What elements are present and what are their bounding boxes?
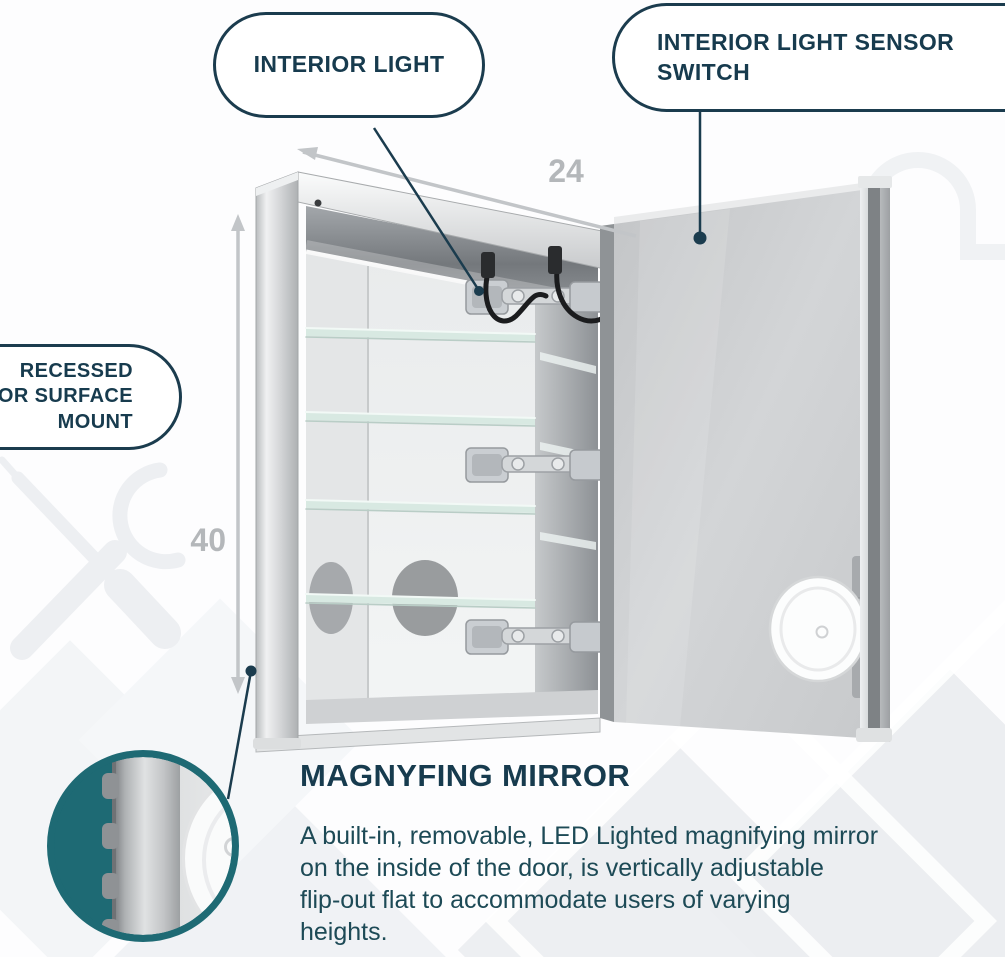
leader-interior-light bbox=[372, 127, 484, 296]
door-top-edge bbox=[614, 183, 862, 226]
interior-light-housing bbox=[306, 206, 598, 312]
leader-detail-inset bbox=[226, 665, 257, 800]
interior-side-wall bbox=[535, 298, 598, 706]
detail-inset-circle bbox=[47, 750, 239, 942]
left-frame bbox=[255, 171, 299, 745]
feature-description: A built-in, removable, LED Lighted magni… bbox=[300, 822, 879, 946]
height-dimension-arrow bbox=[231, 214, 245, 694]
leader-sensor-switch bbox=[693, 112, 707, 245]
callout-mount: RECESSED OR SURFACE MOUNT bbox=[0, 344, 182, 450]
callout-mount-label: RECESSED OR SURFACE MOUNT bbox=[0, 359, 133, 433]
cabinet-illustration bbox=[253, 171, 892, 753]
callout-interior-light-label: INTERIOR LIGHT bbox=[253, 51, 445, 78]
feature-title: MAGNYFING MIRROR bbox=[300, 758, 631, 793]
screw bbox=[314, 199, 322, 207]
callout-interior-light: INTERIOR LIGHT bbox=[213, 12, 485, 118]
height-dimension-label: 40 bbox=[190, 522, 226, 558]
callout-sensor-switch-label: INTERIOR LIGHT SENSOR SWITCH bbox=[657, 29, 955, 85]
width-dimension-arrow bbox=[297, 147, 637, 238]
bottom-rail bbox=[306, 690, 598, 724]
magnifier-touch-button bbox=[815, 625, 829, 639]
tools-watermark-icon bbox=[0, 456, 186, 660]
callout-sensor-switch: INTERIOR LIGHT SENSOR SWITCH bbox=[612, 3, 1005, 112]
glass-shelves bbox=[305, 327, 536, 609]
door-hinge-edge bbox=[600, 224, 614, 722]
width-dimension-label: 24 bbox=[548, 153, 584, 189]
